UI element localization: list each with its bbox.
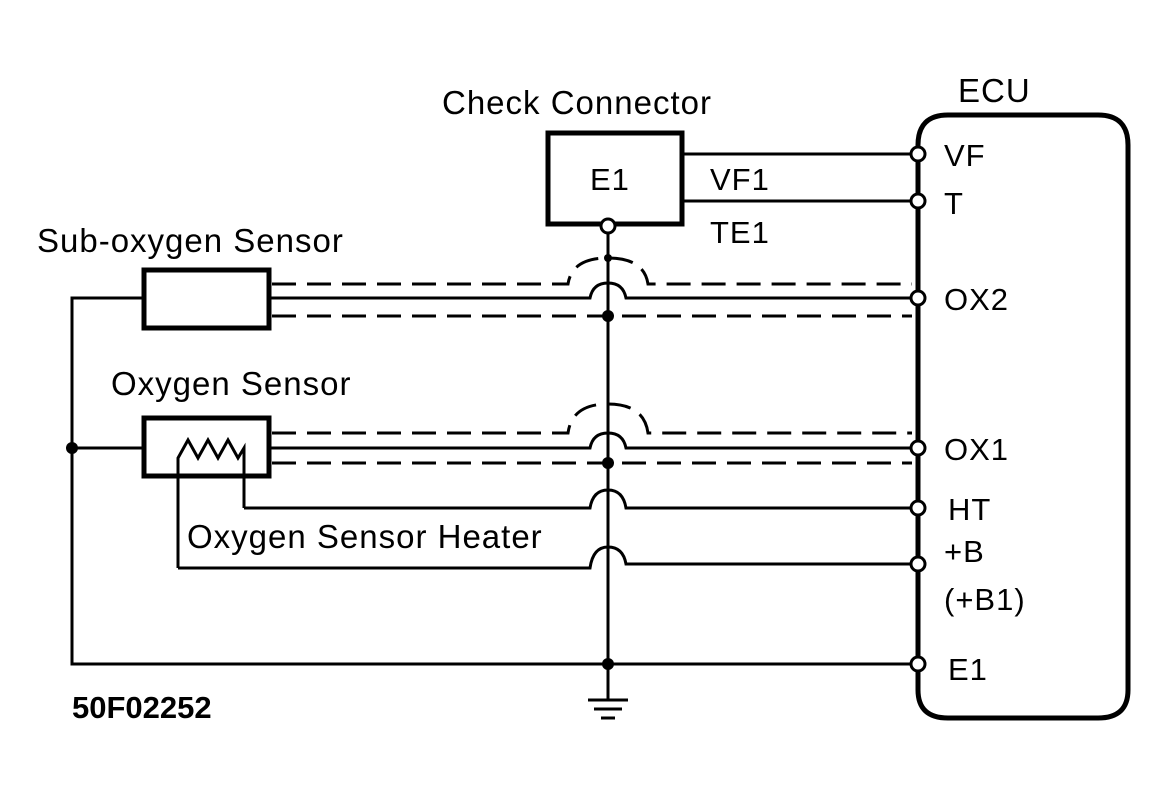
figure-code: 50F02252 xyxy=(72,690,212,725)
ecu-terminal-ox2 xyxy=(909,289,927,307)
oxygen-sensor-label: Oxygen Sensor xyxy=(111,365,351,402)
ecu-pin-ht: HT xyxy=(948,492,991,527)
ecu-pin-ox2: OX2 xyxy=(944,282,1009,317)
ecu-title: ECU xyxy=(958,72,1031,109)
b-wire xyxy=(178,545,912,570)
ox1-wire xyxy=(269,431,912,450)
ecu-pin-b: +B xyxy=(944,534,985,569)
te1-label: TE1 xyxy=(710,215,770,250)
ecu-terminal-ox1 xyxy=(909,439,927,457)
ox2-wire xyxy=(269,281,912,300)
ecu-pin-e1: E1 xyxy=(948,652,988,687)
junction-dot xyxy=(66,442,78,454)
check-connector-box xyxy=(545,130,685,227)
check-connector-e1-terminal xyxy=(599,217,617,235)
ht-wire xyxy=(244,488,912,510)
oxygen-sensor-box xyxy=(141,415,272,479)
ecu-terminal-vf xyxy=(909,145,927,163)
junction-dot xyxy=(604,254,612,262)
check-connector-terminal-label: E1 xyxy=(590,162,630,197)
sub-oxygen-sensor-box xyxy=(141,267,272,331)
vf1-label: VF1 xyxy=(710,162,770,197)
sub-oxygen-sensor-label: Sub-oxygen Sensor xyxy=(37,222,344,259)
junction-dot xyxy=(602,457,614,469)
ox2-shield-upper xyxy=(272,256,912,286)
sensor-ground-loop xyxy=(70,296,912,666)
heater-element-icon xyxy=(176,436,246,568)
ecu-pin-t: T xyxy=(944,186,964,221)
oxygen-sensor-heater-label: Oxygen Sensor Heater xyxy=(187,518,543,555)
ecu-terminal-e1 xyxy=(909,655,927,673)
ox1-shield-upper xyxy=(272,402,912,435)
ecu-pin-vf: VF xyxy=(944,138,986,173)
ecu-terminal-ht xyxy=(909,499,927,517)
ecu-terminal-t xyxy=(909,192,927,210)
junction-dot xyxy=(602,658,614,670)
ecu-terminal-b xyxy=(909,555,927,573)
ecu-pin-b1: (+B1) xyxy=(944,582,1026,617)
ecu-box xyxy=(915,112,1131,721)
ground-symbol xyxy=(588,698,628,720)
ecu-pin-ox1: OX1 xyxy=(944,432,1009,467)
check-connector-title: Check Connector xyxy=(442,84,712,121)
junction-dot xyxy=(602,310,614,322)
